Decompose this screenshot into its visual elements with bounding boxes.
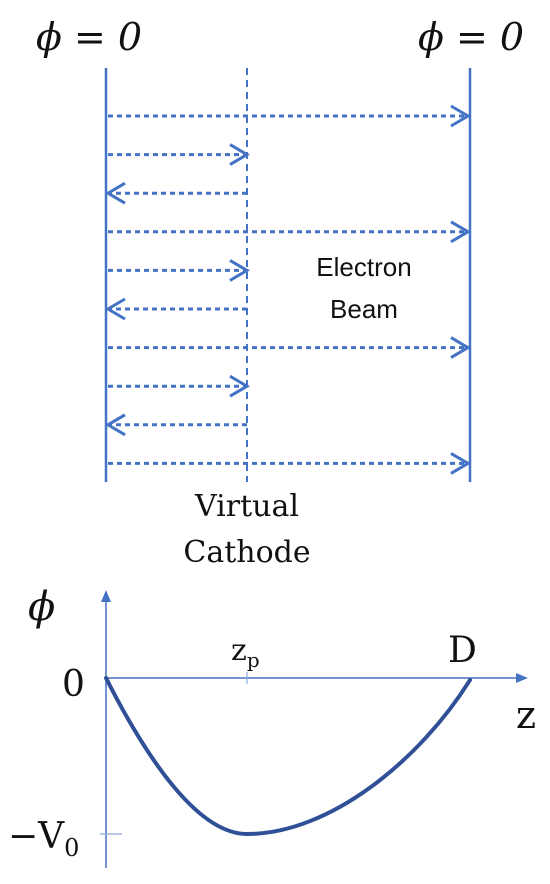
min-potential-text: −V (8, 816, 65, 857)
min-potential-subscript: 0 (64, 834, 79, 862)
beam-label-line2: Beam (330, 294, 398, 324)
trajectory-arrowhead (105, 181, 126, 205)
trajectory-arrowhead (450, 104, 471, 128)
electron-trajectory-arrows (105, 104, 471, 475)
trajectory-arrowhead (450, 336, 471, 359)
trajectory-arrowhead (229, 259, 250, 282)
zero-potential-label: 0 (62, 664, 85, 705)
z-axis-arrowhead (516, 673, 528, 683)
trajectory-arrowhead (229, 374, 250, 398)
trajectory-arrowhead (450, 452, 471, 475)
z-axis-label: z (516, 693, 536, 737)
trajectory-arrowhead (105, 297, 126, 321)
zp-text: z (231, 633, 247, 668)
virtual-cathode-label-line1: Virtual (194, 489, 299, 524)
zp-subscript: p (247, 648, 260, 672)
phi-axis-arrowhead (101, 590, 111, 602)
left-plate-potential-label: ϕ = 0 (36, 15, 142, 59)
trajectory-arrowhead (229, 143, 250, 166)
virtual-cathode-label-line2: Cathode (183, 535, 310, 570)
potential-curve (104, 676, 472, 837)
right-plate-potential-label: ϕ = 0 (418, 15, 524, 59)
trajectory-arrowhead (450, 220, 471, 244)
zp-label: zp (231, 633, 260, 672)
phi-axis-label: ϕ (28, 584, 55, 630)
trajectory-arrowhead (105, 413, 126, 437)
d-label: D (448, 630, 477, 671)
beam-label-line1: Electron (316, 252, 411, 282)
min-potential-label: −V0 (8, 816, 79, 862)
